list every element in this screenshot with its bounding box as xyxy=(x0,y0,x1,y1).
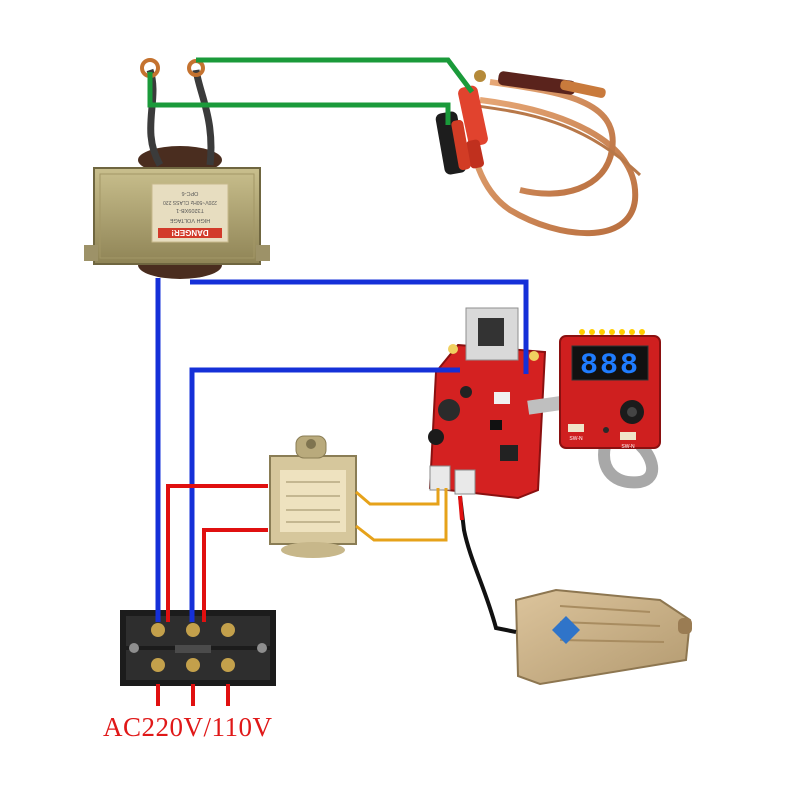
orange-wires xyxy=(355,488,448,542)
transformer-danger-text: DANGER! xyxy=(171,228,208,237)
display-module: 888 SW-N SW-N xyxy=(559,329,661,450)
terminal-block xyxy=(120,610,276,686)
controller-board xyxy=(428,307,567,500)
transformer-label-line-4: 220V~50Hz CLASS 220 xyxy=(163,199,217,205)
display-button-label-left: SW-N xyxy=(569,436,583,442)
supply-voltage-label: AC220V/110V xyxy=(103,712,273,742)
display-button-label-right: SW-N xyxy=(621,444,635,450)
electrode-connector-red xyxy=(458,85,488,169)
main-transformer: DANGER! HIGH VOLTAGE T3209XB-1 220V~50Hz… xyxy=(84,146,270,279)
display-digits: 888 xyxy=(580,349,640,383)
ribbon-cable xyxy=(598,440,658,489)
transformer-label-line-3: T3209XB-1 xyxy=(176,207,204,213)
pedal-cable xyxy=(458,495,517,634)
blue-wires xyxy=(155,278,529,622)
green-wires xyxy=(147,57,474,125)
electrode-cable xyxy=(467,70,642,237)
control-transformer xyxy=(269,435,357,558)
transformer-label-line-2: HIGH VOLTAGE xyxy=(169,217,210,223)
foot-pedal xyxy=(514,588,692,686)
electrode-connector-black xyxy=(435,111,471,175)
transformer-label-line-5: OPC-6 xyxy=(182,190,199,196)
red-wires xyxy=(156,484,268,706)
